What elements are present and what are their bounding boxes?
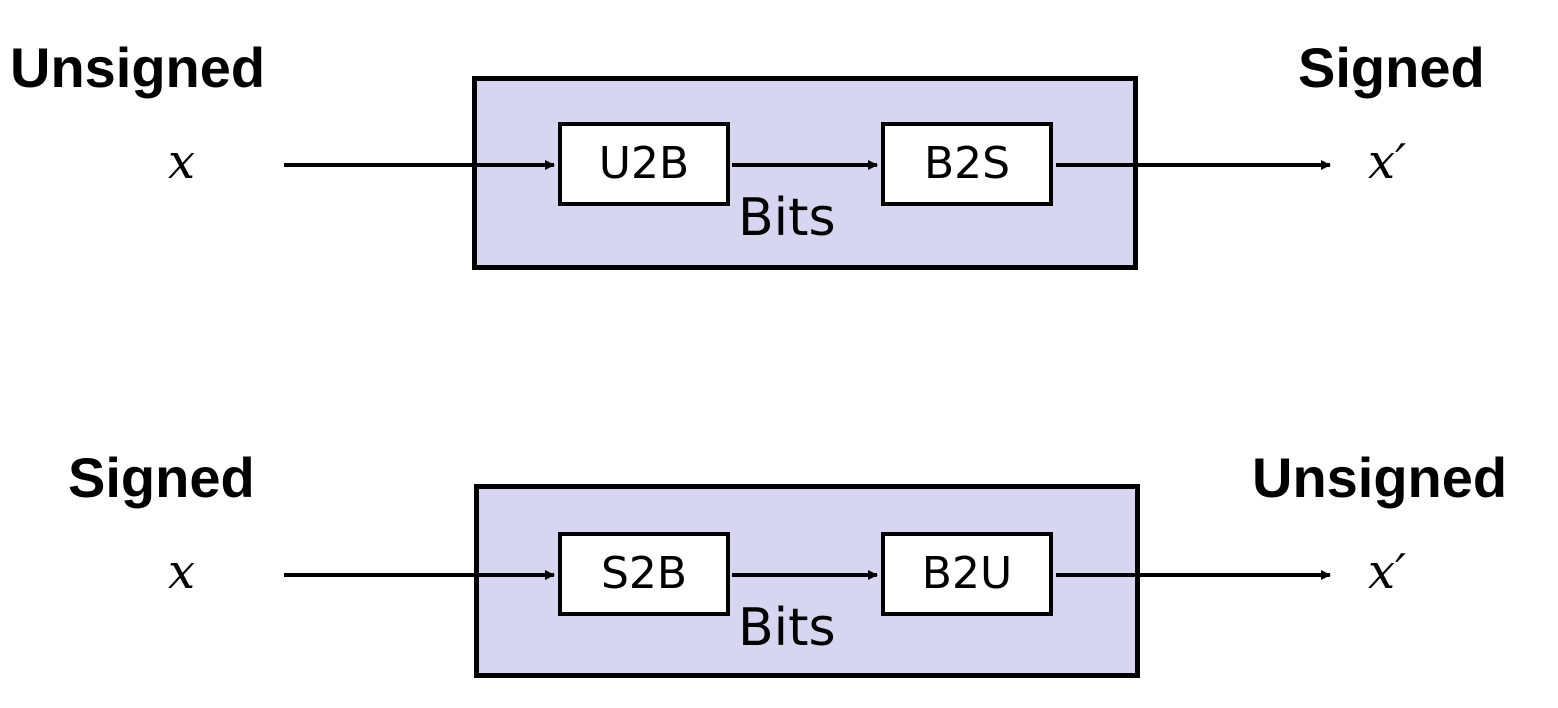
bits-label: Bits [738,598,836,658]
conversion-diagram-unsigned-to-signed: Unsigned Signed x x′ U2B B2S Bits [0,0,1558,300]
second-stage-box: B2S [881,122,1053,206]
second-stage-box: B2U [881,532,1053,616]
arrow-layer [284,160,1331,170]
output-variable: x′ [1368,544,1406,600]
left-type-label: Unsigned [10,36,266,99]
right-type-label: Signed [1298,36,1485,99]
conversion-diagram-signed-to-unsigned: Signed Unsigned x x′ S2B B2U Bits [0,408,1558,708]
input-variable: x [168,544,196,600]
arrow-layer [284,570,1331,580]
input-variable: x [168,134,196,190]
left-type-label: Signed [68,446,255,509]
first-stage-box: U2B [558,122,730,206]
output-variable: x′ [1368,134,1406,190]
right-type-label: Unsigned [1252,446,1508,509]
bits-label: Bits [738,188,836,248]
first-stage-box: S2B [558,532,730,616]
